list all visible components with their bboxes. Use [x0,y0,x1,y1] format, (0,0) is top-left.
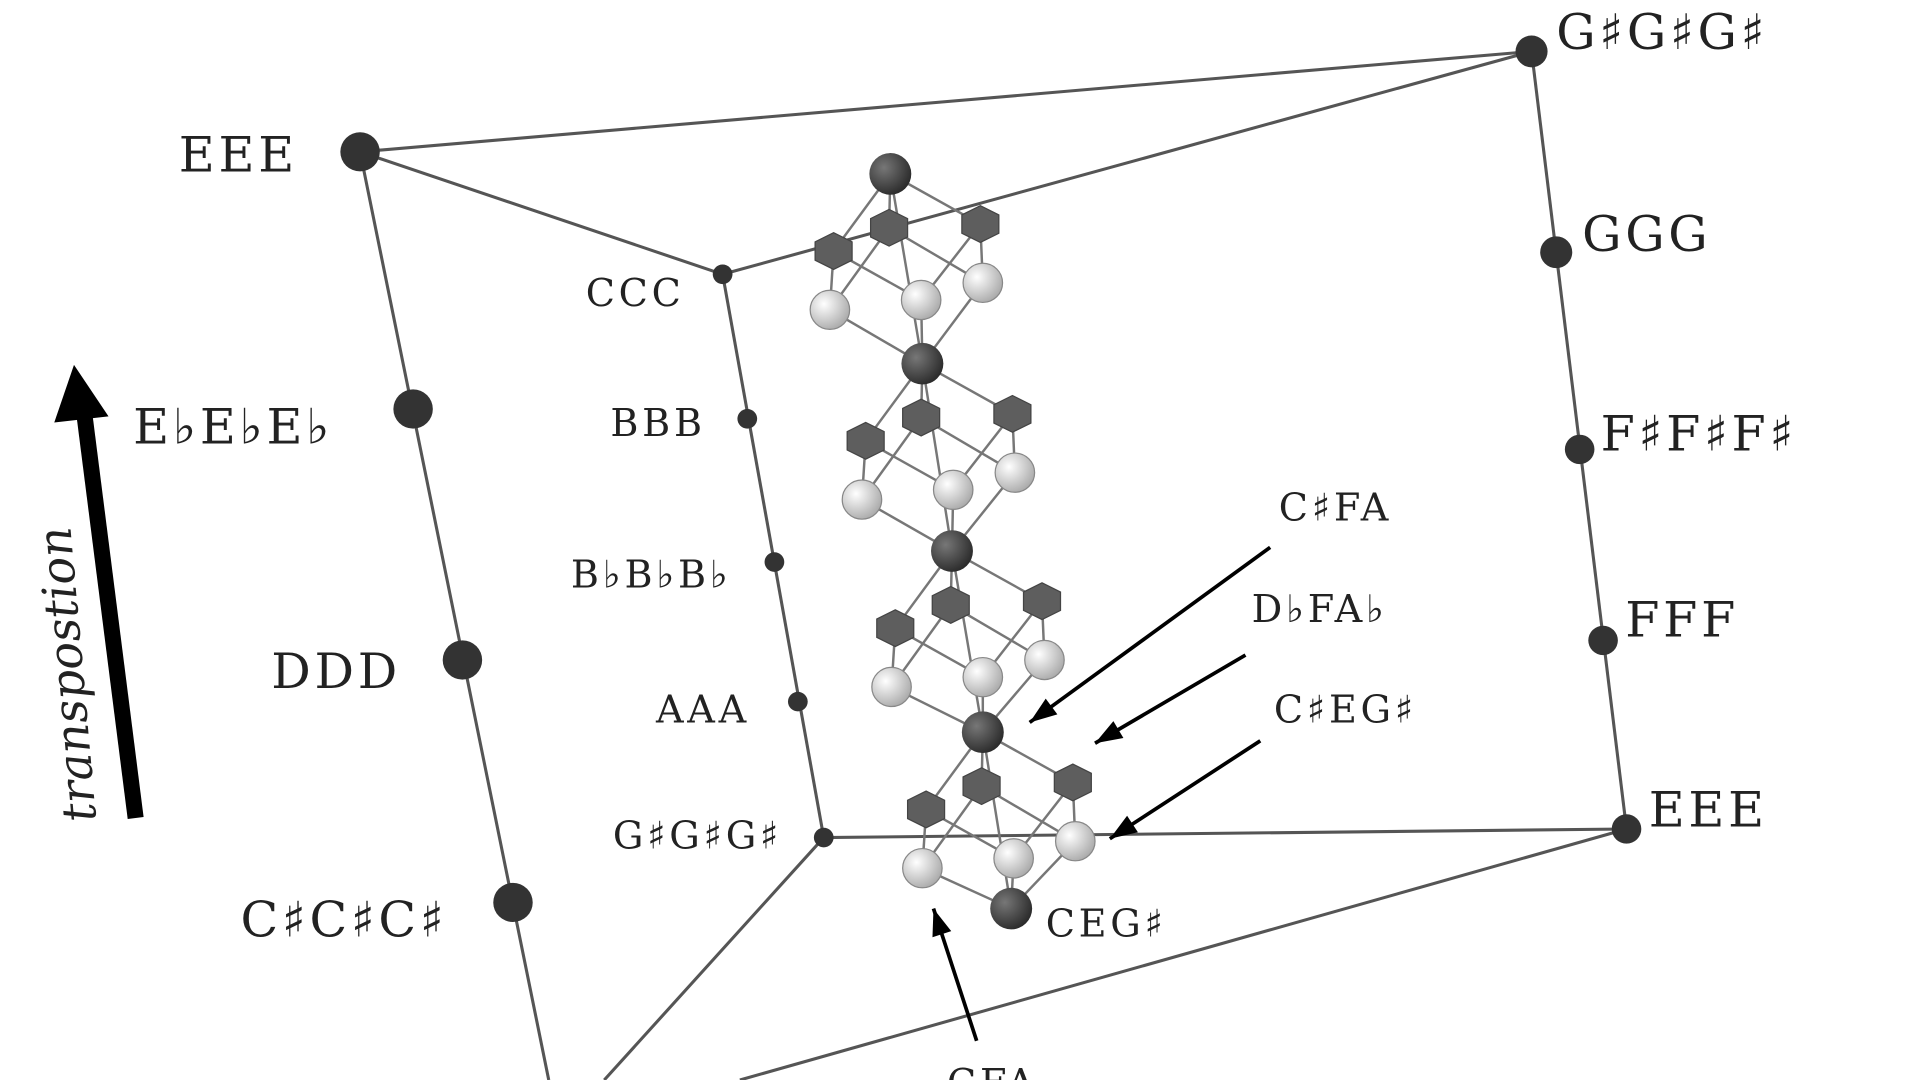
chord-sphere-light [1054,821,1096,862]
chord-sphere-light [841,479,883,520]
annotation-arrow [1108,739,1262,841]
chord-sphere-light [994,452,1036,493]
node-label: FFF [1625,591,1739,649]
chord-sphere-light [993,838,1034,879]
chord-annotation: C♯EG♯ [1274,688,1417,732]
node-label: GGG [1582,205,1711,263]
chord-sphere-light [962,656,1004,698]
chord-cube [931,585,970,624]
chord-cube [993,394,1032,433]
chord-cube [961,205,1000,244]
annotation-arrow [1028,545,1272,724]
pitch-node [340,132,380,172]
chord-sphere-dark [869,153,912,195]
annotation-arrow [1094,653,1247,745]
node-label: G♯G♯G♯ [1556,3,1768,61]
chord-cube [962,767,1001,806]
chord-annotation: CFA [947,1061,1038,1080]
node-label: F♯F♯F♯ [1601,405,1797,463]
chord-sphere-light [871,666,912,708]
pitch-node [1611,814,1642,844]
pitch-node [712,264,733,285]
arrowhead-icon [1095,721,1124,744]
chord-cube [902,398,941,437]
chord-cube [814,231,853,271]
chord-sphere-dark [931,530,973,572]
pitch-node [393,389,433,429]
pitch-node [764,552,785,572]
node-label: DDD [271,642,401,700]
frame-edges [358,49,1629,1080]
chord-sphere-light [932,469,974,510]
chord-cube [876,609,915,648]
chord-annotation: C♯FA [1279,486,1392,530]
chord-lattice [809,153,1096,930]
transposition-arrow-icon [54,364,144,819]
chord-annotation: CEG♯ [1046,902,1167,946]
node-label: EEE [1649,781,1768,839]
node-label: B♭B♭B♭ [571,553,732,597]
pitch-node [1515,35,1548,68]
pitch-node [1540,236,1573,269]
arrowhead-icon [1109,815,1138,839]
pitch-node [1564,434,1595,465]
chord-cube [846,421,885,460]
pitch-node [813,827,834,848]
pitch-node [442,640,483,680]
node-label: G♯G♯G♯ [613,814,782,858]
chord-sphere-dark [901,342,944,385]
arrowhead-icon [1029,698,1058,723]
node-label: AAA [655,688,750,732]
chord-sphere-light [900,279,942,321]
node-label: BBB [610,401,705,445]
chord-cube [906,790,946,829]
pitch-node [493,882,533,923]
node-label: E♭E♭E♭ [133,397,333,455]
chord-annotation: D♭FA♭ [1252,587,1388,631]
node-label: CCC [586,271,685,315]
chord-sphere-light [902,847,943,889]
chord-cube [869,208,909,247]
chord-sphere-light [809,289,851,330]
node-label: C♯C♯C♯ [240,891,447,949]
pitch-node [737,408,758,429]
pitch-node [787,691,808,712]
chord-sphere-light [1024,639,1065,681]
chord-sphere-dark [990,887,1033,930]
pitch-node [1588,625,1618,656]
annotation-arrows [931,545,1272,1042]
chord-sphere-light [962,262,1004,304]
node-label: EEE [179,126,298,184]
chord-cube [1053,763,1092,802]
arrowhead-icon [932,908,952,938]
chord-sphere-dark [961,711,1004,754]
chord-cube [1022,582,1062,621]
frame-nodes [340,35,1642,923]
